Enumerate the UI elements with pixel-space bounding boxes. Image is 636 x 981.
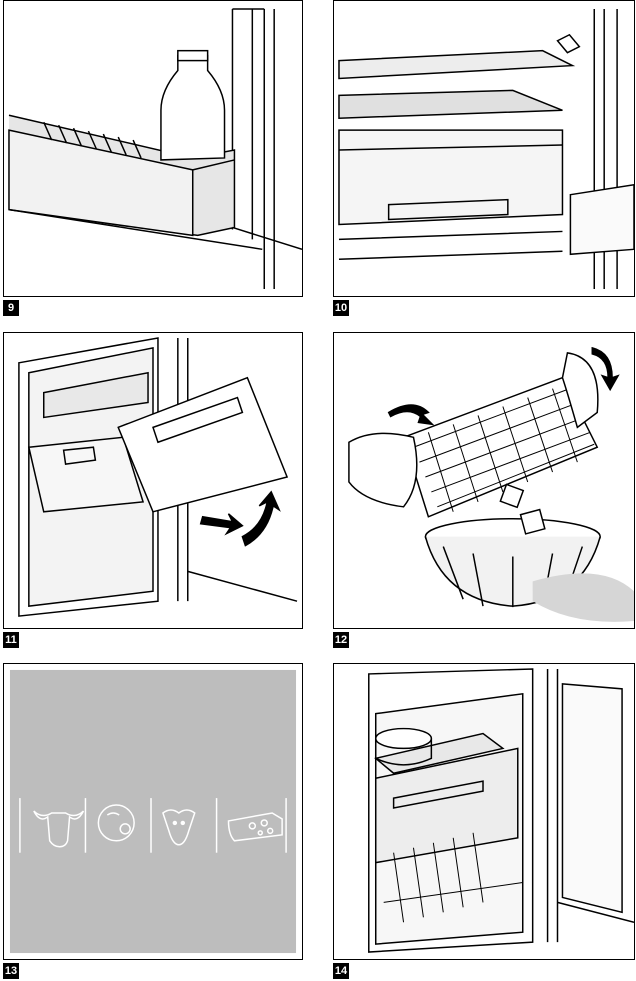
shelf-and-drawer-illustration [334, 1, 634, 296]
food-symbols-illustration [4, 664, 302, 959]
figure-number-11: 11 [3, 632, 19, 648]
figure-13 [3, 663, 303, 960]
figure-number-9: 9 [3, 300, 19, 316]
door-shelf-illustration [4, 1, 302, 296]
figure-number-14: 14 [333, 963, 349, 979]
figure-12 [333, 332, 635, 629]
figure-11 [3, 332, 303, 629]
freezer-compartment-illustration [334, 664, 634, 959]
figure-number-13: 13 [3, 963, 19, 979]
figure-14 [333, 663, 635, 960]
figure-9 [3, 0, 303, 297]
figure-number-12: 12 [333, 632, 349, 648]
figure-number-10: 10 [333, 300, 349, 316]
ice-tray-illustration [334, 333, 634, 628]
freezer-drawer-illustration [4, 333, 302, 628]
figure-10 [333, 0, 635, 297]
